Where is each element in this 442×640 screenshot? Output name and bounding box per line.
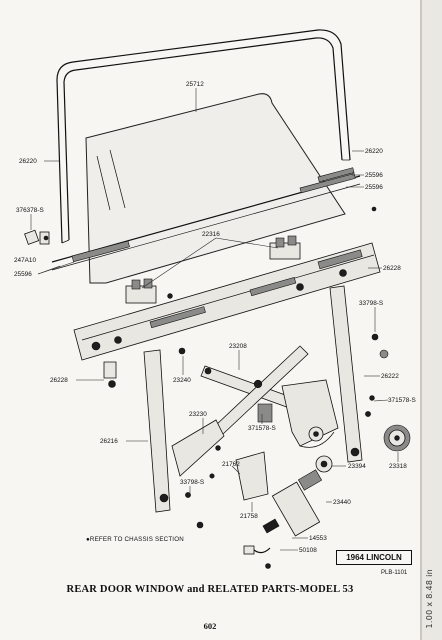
drive-gear xyxy=(315,424,411,473)
callout-23394: 23394 xyxy=(348,463,366,470)
callout-25596-left: 25596 xyxy=(14,271,32,278)
callout-23240: 23240 xyxy=(173,377,191,384)
callout-371578-mid: 371578-S xyxy=(248,425,276,432)
callout-33798-top: 33798-S xyxy=(359,300,383,307)
callout-23230: 23230 xyxy=(189,411,207,418)
callout-26220-right: 26220 xyxy=(365,148,383,155)
regulator-panel xyxy=(73,242,381,361)
callout-21762: 21762 xyxy=(222,461,240,468)
regulator-motor xyxy=(262,469,323,537)
callout-25596-a: 25596 xyxy=(365,172,383,179)
callout-leaders xyxy=(30,88,399,551)
callout-247A10: 247A10 xyxy=(14,257,36,264)
window-frame xyxy=(56,29,351,244)
lower-plate xyxy=(171,419,225,479)
callout-23318: 23318 xyxy=(389,463,407,470)
callout-26216: 26216 xyxy=(100,438,118,445)
callout-25712: 25712 xyxy=(186,81,204,88)
callout-22316: 22316 xyxy=(202,231,220,238)
callout-25596-b: 25596 xyxy=(365,184,383,191)
callout-23440: 23440 xyxy=(333,499,351,506)
callout-371578-top: 371578-S xyxy=(388,397,416,404)
scan-size-label: 1.00 x 8.48 in xyxy=(425,568,434,628)
gear-sector xyxy=(281,379,339,448)
exploded-parts-diagram: 25712 26220 26220 25596 25596 376378-S 2… xyxy=(14,29,416,569)
glass-channels xyxy=(51,167,361,271)
callout-26228-right: 26228 xyxy=(383,265,401,272)
side-bracket xyxy=(24,229,50,245)
callout-14553: 14553 xyxy=(309,535,327,542)
callout-26228-left: 26228 xyxy=(50,377,68,384)
scan-ruler-strip: 1.00 x 8.48 in xyxy=(420,0,442,640)
harness-connector xyxy=(243,545,271,569)
callout-50108: 50108 xyxy=(299,547,317,554)
refer-note: ●REFER TO CHASSIS SECTION xyxy=(86,536,184,543)
plate-id: PLB-1101 xyxy=(381,570,408,576)
glass-brackets xyxy=(125,235,301,304)
figure-caption: REAR DOOR WINDOW and RELATED PARTS-MODEL… xyxy=(66,584,354,595)
motor-bracket xyxy=(235,403,273,501)
model-box: 1964 LINCOLN xyxy=(336,550,412,565)
page-number: 602 xyxy=(203,621,217,631)
right-channel xyxy=(329,285,363,463)
callout-376378: 376378-S xyxy=(16,207,44,214)
catalog-page: 25712 26220 26220 25596 25596 376378-S 2… xyxy=(14,0,421,640)
callout-33798-bottom: 33798-S xyxy=(180,479,204,486)
glass-pane xyxy=(85,93,346,284)
callout-23208: 23208 xyxy=(229,343,247,350)
loose-fasteners xyxy=(178,206,389,529)
callout-labels: 25712 26220 26220 25596 25596 376378-S 2… xyxy=(14,81,416,554)
callout-26220-left: 26220 xyxy=(19,158,37,165)
left-channel xyxy=(103,349,171,513)
callout-26222: 26222 xyxy=(381,373,399,380)
callout-21758: 21758 xyxy=(240,513,258,520)
